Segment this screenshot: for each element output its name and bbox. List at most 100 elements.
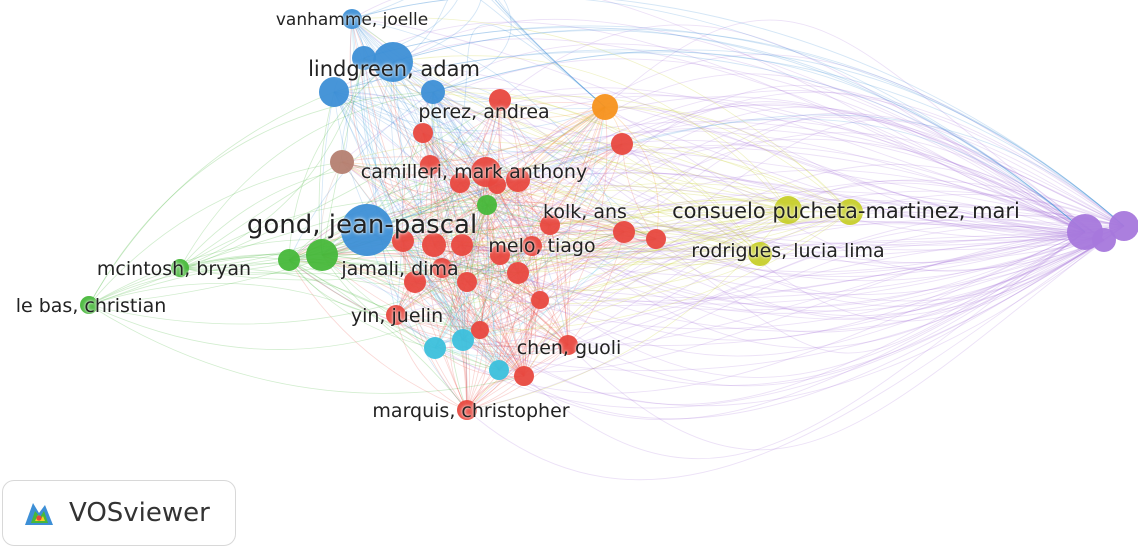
- node-red[interactable]: [422, 233, 446, 257]
- node-red[interactable]: [611, 133, 633, 155]
- node-label-marquis[interactable]: marquis, christopher: [372, 400, 570, 422]
- node-cyan[interactable]: [424, 337, 446, 359]
- node-lindgreen[interactable]: [373, 42, 413, 82]
- node-melo[interactable]: [522, 236, 542, 256]
- node-red[interactable]: [507, 262, 529, 284]
- node-label-mcintosh[interactable]: mcintosh, bryan: [96, 258, 252, 280]
- link: [422, 132, 463, 246]
- app-name: VOSviewer: [69, 498, 210, 528]
- node-label-consuelo[interactable]: consuelo pucheta-martinez, mari: [672, 199, 1020, 223]
- node-yin[interactable]: [386, 305, 406, 325]
- node-label-rodrigues[interactable]: rodrigues, lucia lima: [691, 240, 885, 262]
- node-jamali[interactable]: [432, 258, 452, 278]
- link: [567, 239, 1105, 451]
- node-kolk[interactable]: [540, 215, 560, 235]
- node-consuelo[interactable]: [774, 196, 802, 224]
- node-label-perez[interactable]: perez, andrea: [418, 101, 550, 123]
- node-marquis[interactable]: [457, 400, 477, 420]
- link: [549, 224, 1125, 333]
- node-blue[interactable]: [319, 77, 349, 107]
- link: [433, 244, 569, 346]
- node-lebas[interactable]: [80, 296, 98, 314]
- link: [517, 204, 789, 274]
- link: [351, 18, 468, 411]
- node-red[interactable]: [420, 155, 440, 175]
- node-red[interactable]: [531, 291, 549, 309]
- link: [549, 221, 761, 255]
- node-mcintosh[interactable]: [171, 259, 189, 277]
- node-red[interactable]: [514, 366, 534, 386]
- link: [466, 299, 541, 411]
- node-red[interactable]: [450, 173, 470, 193]
- link: [461, 90, 1125, 246]
- node-red[interactable]: [451, 234, 473, 256]
- node-label-camilleri[interactable]: camilleri, mark anthony: [360, 161, 588, 183]
- link: [459, 181, 1125, 227]
- node-red[interactable]: [404, 271, 426, 293]
- node-label-vanhamme[interactable]: vanhamme, joelle: [275, 10, 429, 30]
- vosviewer-badge[interactable]: VOSviewer: [2, 480, 236, 546]
- node-blue[interactable]: [352, 46, 376, 70]
- node-red[interactable]: [488, 176, 506, 194]
- link: [321, 254, 481, 331]
- node-red[interactable]: [413, 123, 433, 143]
- link: [414, 225, 1125, 407]
- node-perez[interactable]: [489, 89, 511, 111]
- node-gond[interactable]: [341, 204, 393, 256]
- link: [366, 229, 761, 292]
- link: [288, 259, 436, 349]
- link: [429, 102, 606, 166]
- link: [497, 99, 551, 226]
- node-label-kolk[interactable]: kolk, ans: [543, 201, 627, 223]
- node-label-jamali[interactable]: jamali, dima: [341, 258, 459, 280]
- link: [366, 229, 525, 377]
- link: [422, 132, 439, 246]
- node-label-yin[interactable]: yin, juelin: [350, 305, 444, 327]
- link: [621, 143, 657, 240]
- link: [366, 24, 606, 231]
- node-green[interactable]: [306, 239, 338, 271]
- node-label-melo[interactable]: melo, tiago: [488, 235, 596, 257]
- link: [466, 169, 1086, 283]
- node-red[interactable]: [646, 229, 666, 249]
- node-label-lebas[interactable]: le bas, christian: [15, 295, 167, 317]
- node-label-lindgreen[interactable]: lindgreen, adam: [308, 57, 480, 81]
- link: [459, 130, 1086, 233]
- node-yellow[interactable]: [837, 199, 863, 225]
- node-red[interactable]: [613, 221, 635, 243]
- link: [392, 61, 1086, 317]
- link: [549, 224, 1086, 273]
- node-red[interactable]: [471, 321, 489, 339]
- link: [321, 91, 434, 256]
- node-red[interactable]: [490, 245, 510, 265]
- node-green[interactable]: [477, 195, 497, 215]
- node-label-chen[interactable]: chen, guoli: [516, 337, 622, 359]
- node-orange[interactable]: [592, 94, 618, 120]
- link: [321, 127, 1105, 256]
- link: [499, 91, 1125, 256]
- node-chen[interactable]: [558, 335, 578, 355]
- node-brown[interactable]: [330, 150, 354, 174]
- node-red[interactable]: [506, 168, 530, 192]
- node-vanhamme[interactable]: [342, 9, 362, 29]
- link: [288, 61, 394, 261]
- link: [402, 240, 468, 411]
- link: [392, 61, 404, 316]
- node-purple[interactable]: [1109, 211, 1138, 241]
- node-rodrigues[interactable]: [748, 242, 772, 266]
- node-cyan[interactable]: [489, 360, 509, 380]
- link-layer: [88, 0, 1125, 481]
- node-red[interactable]: [457, 272, 477, 292]
- node-blue[interactable]: [421, 80, 445, 104]
- node-label-gond[interactable]: gond, jean-pascal: [246, 210, 478, 240]
- node-red[interactable]: [392, 230, 414, 252]
- link: [429, 106, 606, 166]
- node-cyan[interactable]: [452, 329, 474, 351]
- node-purple[interactable]: [1092, 228, 1116, 252]
- link: [179, 171, 487, 269]
- link: [333, 91, 1086, 233]
- node-green[interactable]: [278, 249, 300, 271]
- link: [441, 267, 569, 346]
- link: [523, 231, 1086, 460]
